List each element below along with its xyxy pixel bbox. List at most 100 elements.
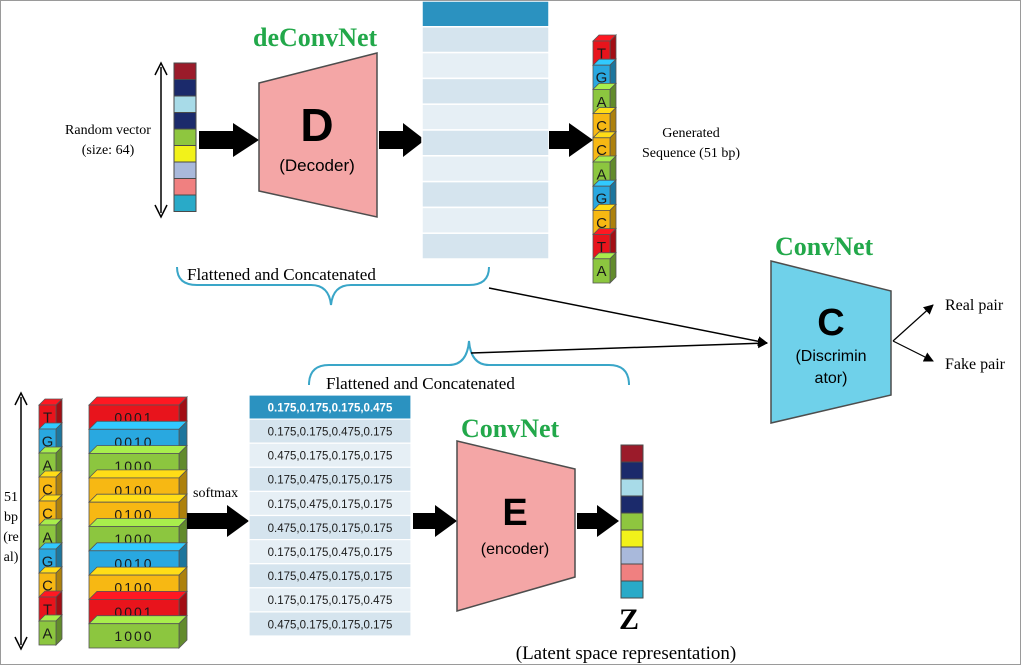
probability-value: 0.475,0.175,0.175,0.175	[268, 523, 393, 535]
real-sequence-arrowhead-top	[14, 391, 28, 406]
latent-vector	[620, 444, 644, 599]
real-base-letter: G	[42, 554, 54, 570]
matrix-row	[421, 26, 550, 54]
onehot-bar-top	[88, 493, 188, 503]
matrix-row	[421, 0, 550, 28]
probability-value: 0.475,0.175,0.175,0.175	[268, 619, 393, 631]
random-vector-cell	[173, 62, 197, 80]
encoder-letter: E	[502, 492, 527, 534]
real-base-letter: T	[43, 410, 52, 426]
real-base-letter: T	[43, 602, 52, 618]
real-base-letter: G	[42, 434, 54, 450]
generated-base-letter: C	[596, 142, 607, 159]
generated-sequence-label: Generated	[662, 126, 720, 141]
random-vector-label: Random vector	[65, 123, 151, 138]
generated-base-letter: A	[596, 94, 606, 111]
latent-cell	[620, 461, 644, 480]
arrow-real-pair	[892, 304, 934, 342]
onehot-code: 1000	[114, 628, 153, 644]
real-sequence-label-line: al)	[4, 550, 19, 565]
generated-matrix	[421, 0, 550, 260]
probability-row	[248, 442, 412, 468]
latent-letter: Z	[619, 603, 639, 636]
onehot-bar-top	[88, 542, 188, 552]
latent-cell	[620, 563, 644, 582]
random-vector	[173, 62, 197, 212]
decoder-label: (Decoder)	[279, 156, 355, 175]
probability-row	[248, 611, 412, 637]
generator-title: deConvNet	[253, 23, 378, 52]
probability-value: 0.175,0.175,0.475,0.175	[268, 426, 393, 438]
matrix-row	[421, 206, 550, 234]
onehot-bar-top	[88, 518, 188, 527]
matrix-row	[421, 180, 550, 209]
probability-value: 0.175,0.475,0.175,0.175	[268, 571, 393, 583]
real-base-letter: A	[43, 530, 53, 546]
arrow-fake-pair	[892, 340, 934, 362]
arrow-matrix-to-sequence	[549, 123, 593, 157]
real-cube	[38, 620, 57, 646]
probability-value: 0.175,0.475,0.175,0.175	[268, 499, 393, 511]
random-vector-cell	[173, 128, 197, 146]
generated-base-letter: T	[597, 45, 606, 62]
latent-cell	[620, 495, 644, 514]
matrix-row	[421, 232, 550, 260]
probability-row	[248, 514, 412, 541]
flattened-top-label: Flattened and Concatenated	[187, 265, 376, 284]
latent-cell	[620, 478, 644, 497]
generated-base-letter: G	[596, 70, 608, 87]
probability-row	[248, 466, 412, 492]
encoder-block	[456, 440, 576, 612]
latent-cell	[620, 444, 644, 463]
matrix-row	[421, 77, 550, 105]
onehot-bar-top	[88, 591, 188, 600]
latent-cell	[620, 546, 644, 565]
probability-row	[248, 418, 412, 444]
generated-base-letter: C	[596, 118, 607, 135]
brace-top	[176, 266, 490, 306]
onehot-bar	[88, 623, 180, 649]
probability-value: 0.175,0.175,0.175,0.475	[268, 595, 393, 607]
encoder-title: ConvNet	[461, 414, 560, 443]
generated-cube	[592, 258, 611, 284]
generated-base-letter: G	[596, 191, 608, 208]
latent-cell	[620, 512, 644, 531]
arrow-decoder-to-matrix	[379, 123, 425, 157]
latent-cell	[620, 529, 644, 548]
real-sequence-label-line: 51	[4, 490, 18, 505]
real-base-letter: A	[43, 458, 53, 474]
generated-base-letter: A	[596, 166, 606, 183]
real-sequence-label-bg	[2, 527, 20, 545]
decoder-block	[258, 52, 378, 218]
generated-base-letter: T	[597, 239, 606, 256]
generated-sequence-length-label: Sequence (51 bp)	[642, 146, 740, 161]
arrow-softmax	[187, 505, 249, 537]
generated-base-letter: A	[596, 263, 606, 280]
encoder-label: (encoder)	[481, 541, 549, 558]
matrix-row	[421, 51, 550, 80]
arrow-encoder-to-latent	[577, 505, 619, 537]
matrix-row	[421, 103, 550, 131]
matrix-row	[421, 129, 550, 157]
arrow-top-to-discriminator	[488, 287, 768, 347]
real-base-letter: C	[42, 578, 53, 594]
random-vector-cell	[173, 145, 197, 163]
onehot-bar-top	[88, 445, 188, 455]
discriminator-label-line2: ator)	[815, 370, 848, 387]
arrow-table-to-encoder	[413, 505, 457, 537]
probability-value: 0.175,0.175,0.475,0.175	[268, 547, 393, 559]
probability-row	[248, 538, 412, 565]
random-vector-arrowhead-bottom	[154, 204, 168, 219]
matrix-row	[421, 155, 550, 183]
random-vector-size-label: (size: 64)	[82, 143, 135, 158]
random-vector-cell	[173, 95, 197, 113]
probability-value: 0.175,0.175,0.175,0.475	[268, 402, 393, 414]
onehot-bar-top	[88, 615, 188, 625]
generated-base-letter: C	[596, 215, 607, 232]
probability-row	[248, 394, 412, 420]
onehot-bar-top	[88, 566, 188, 576]
